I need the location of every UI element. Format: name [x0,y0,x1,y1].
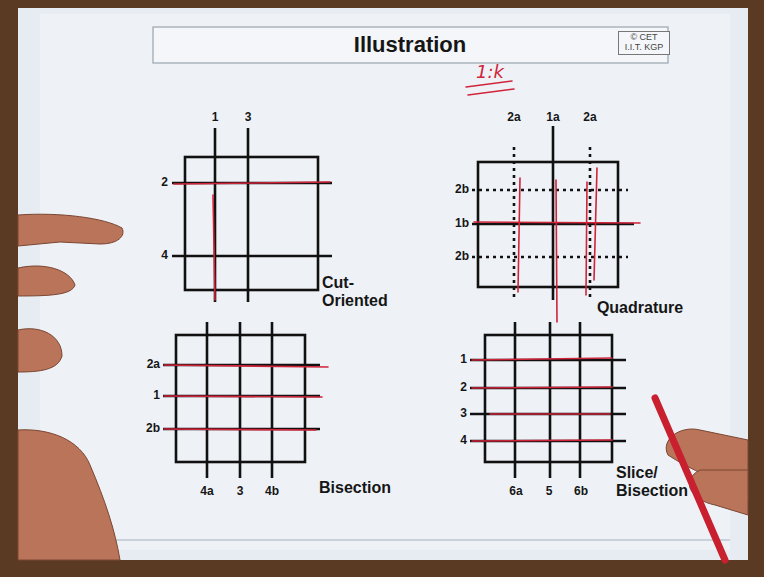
cut-number: 1 [460,353,467,366]
cut-number: 6a [509,485,522,498]
cut-number: 3 [245,111,252,124]
cut-number: 4 [460,434,467,447]
cut-number: 2a [507,111,520,124]
cut-number: 3 [460,407,467,420]
cut-number: 2a [147,358,160,371]
cut-number: 1a [546,111,559,124]
copyright-tag: © CET I.I.T. KGP [618,31,670,55]
cut-number: 2 [161,176,168,189]
cut-number: 1 [153,389,160,402]
method-name: Cut- Oriented [322,274,402,309]
cut-number: 2b [146,422,160,435]
cut-number: 2b [455,183,469,196]
cut-number: 6b [574,485,588,498]
cut-number: 1 [212,111,219,124]
cut-number: 4a [200,485,213,498]
handwritten-note: 1:k [476,62,504,82]
method-name: Bisection [319,479,391,497]
cut-number: 4b [265,485,279,498]
cut-number: 1b [455,217,469,230]
cut-number: 4 [161,249,168,262]
cut-number: 2 [460,381,467,394]
method-name: Slice/ Bisection [616,464,702,499]
cut-number: 5 [546,485,553,498]
cut-number: 3 [237,485,244,498]
method-name: Quadrature [597,299,683,317]
slide-title: Illustration [354,32,466,58]
cut-number: 2b [455,250,469,263]
cut-number: 2a [583,111,596,124]
